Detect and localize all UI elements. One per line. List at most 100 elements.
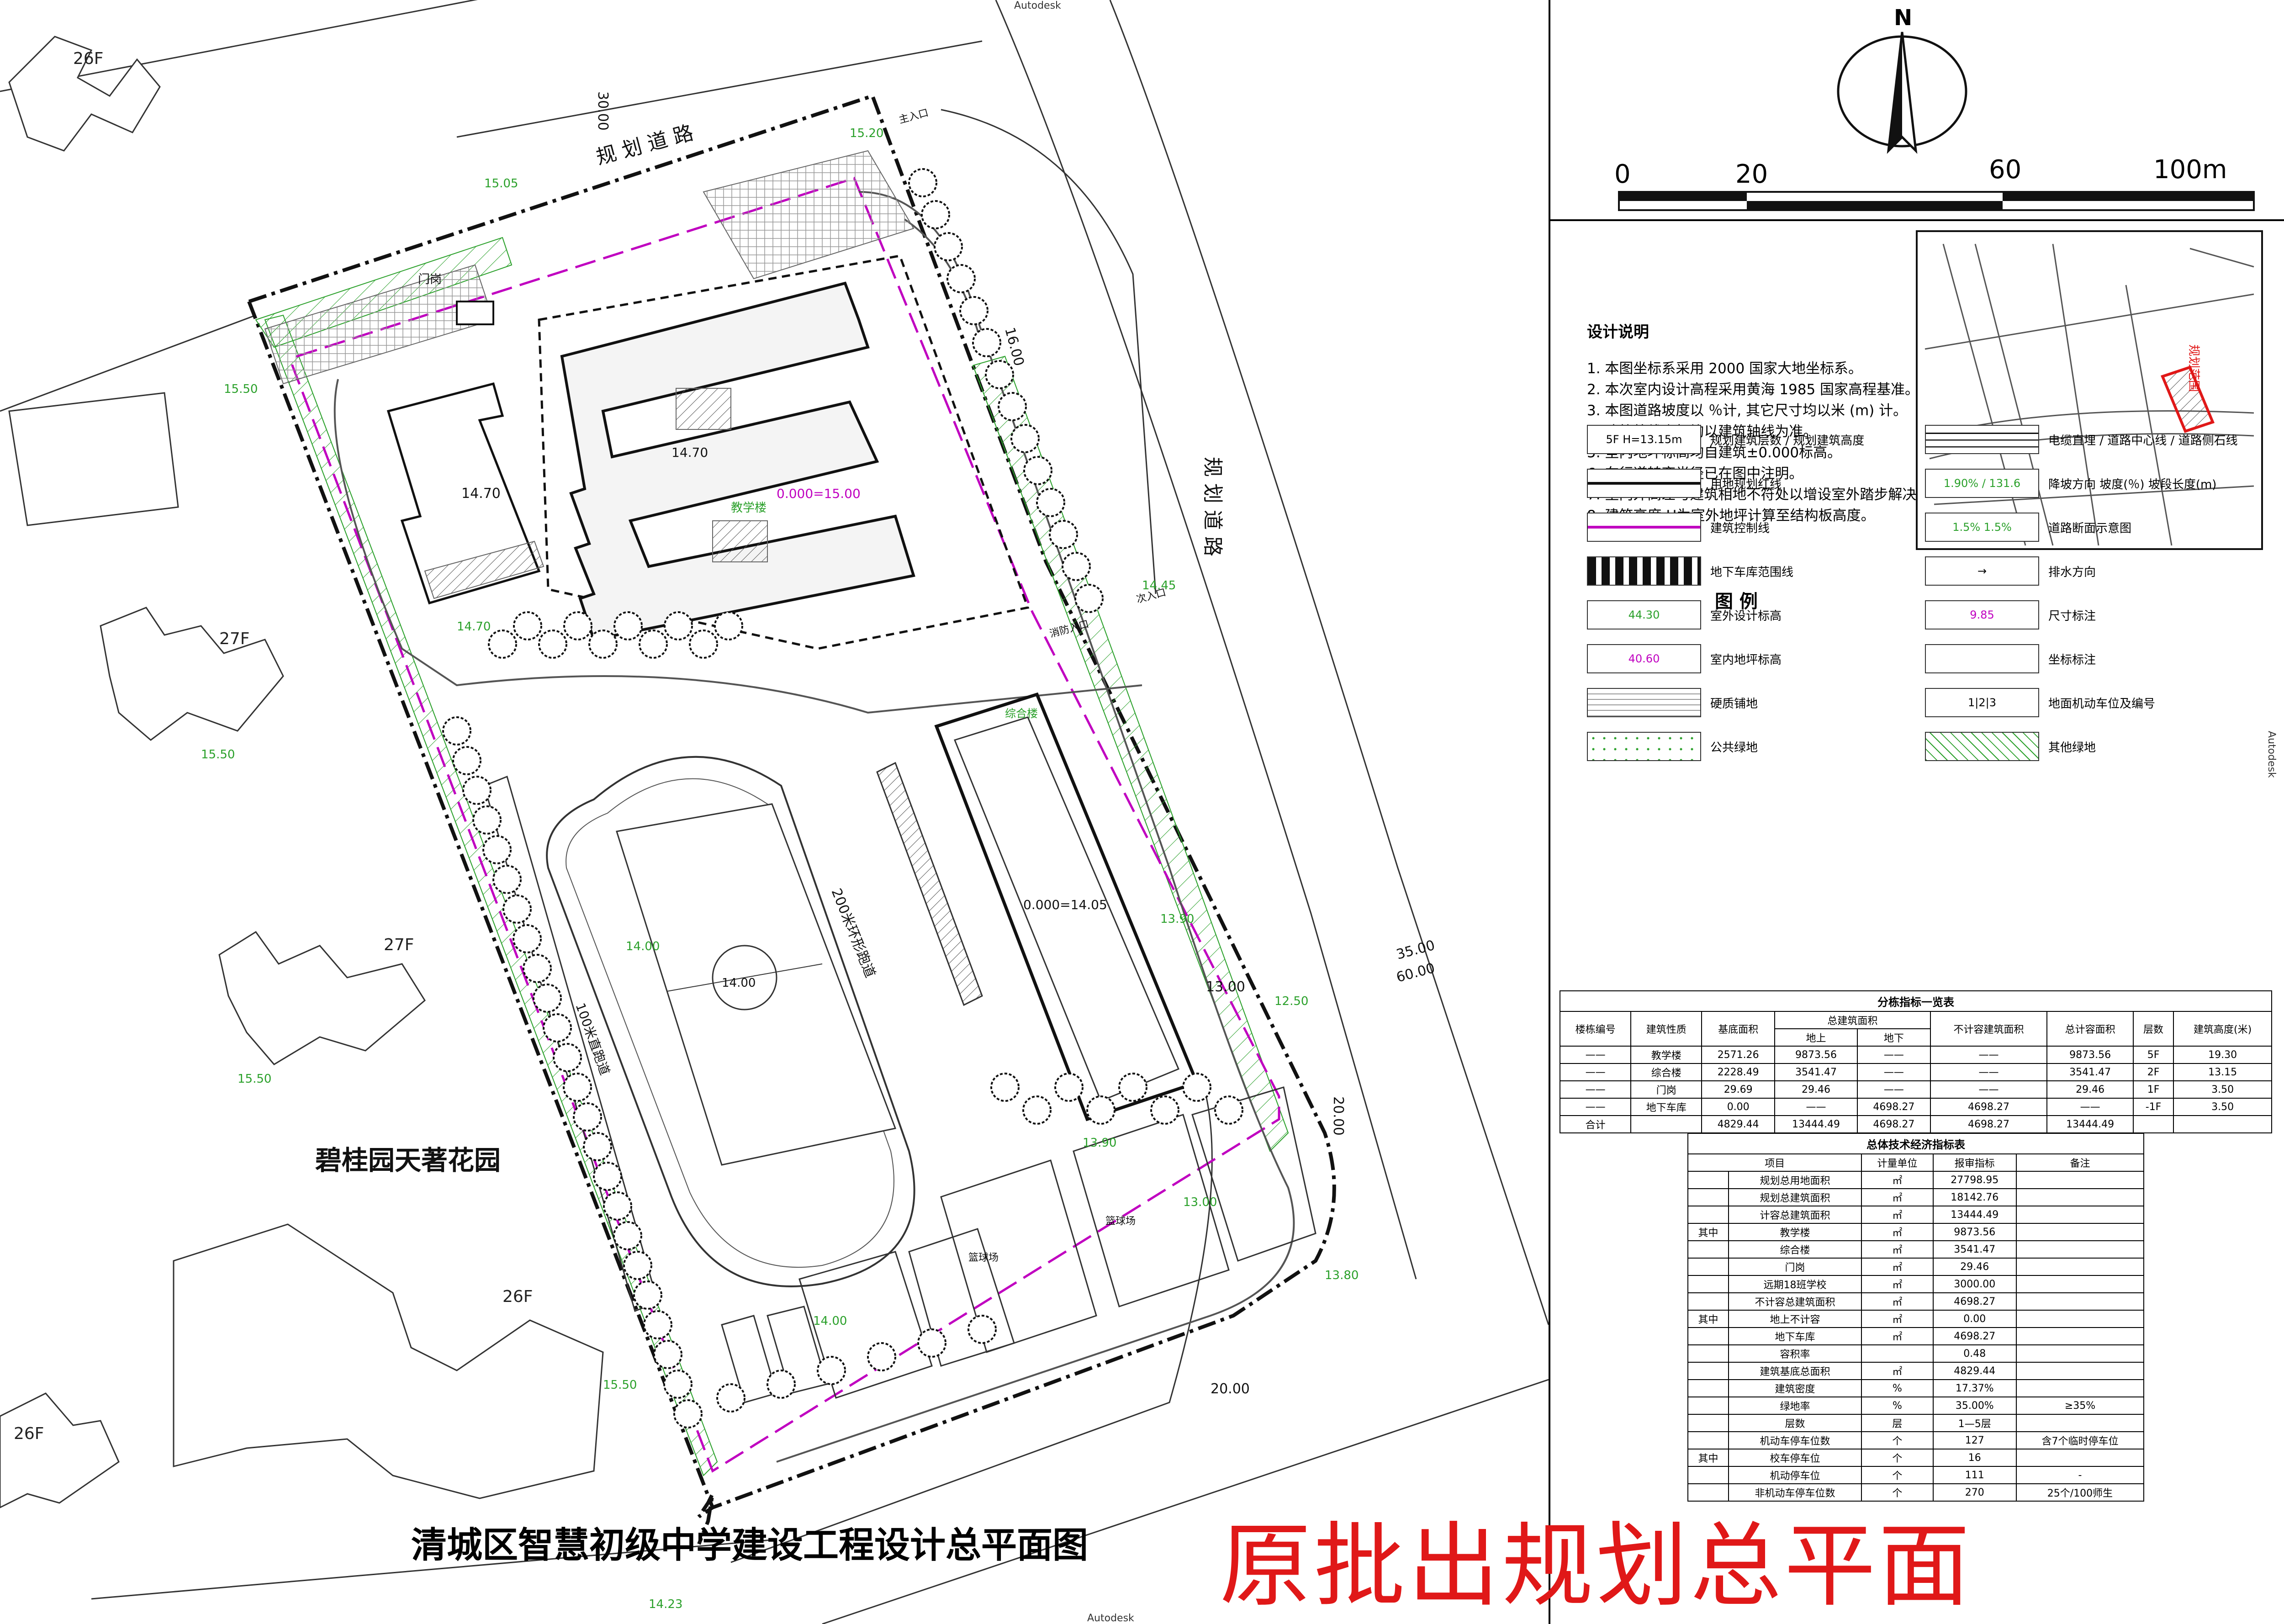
tree-symbol (513, 924, 542, 953)
tree-symbol (452, 746, 481, 775)
table-cell: 13444.49 (1932, 1206, 2017, 1224)
tree-symbol (817, 1356, 846, 1385)
table-cell: 校车停车位 (1728, 1449, 1862, 1467)
floor-label: 26F (14, 1424, 44, 1443)
table-cell: 29.46 (1774, 1080, 1858, 1099)
table-cell (1687, 1466, 1729, 1484)
table-cell: 19.30 (2173, 1046, 2272, 1064)
legend-label: 硬质铺地 (1710, 697, 1758, 711)
table-cell: 绿地率 (1728, 1397, 1862, 1415)
note-item: 1. 本图坐标系采用 2000 国家大地坐标系。 (1587, 360, 1863, 377)
tree-symbol (588, 629, 618, 659)
table-cell (1687, 1379, 1729, 1397)
tree-symbol (513, 611, 542, 640)
tree-symbol (1086, 1095, 1116, 1125)
elevation-label: 14.00 (813, 1314, 847, 1328)
table-cell (2015, 1327, 2145, 1345)
table-cell: 13.15 (2173, 1063, 2272, 1081)
table-cell: ㎡ (1861, 1310, 1934, 1328)
table-header: 基底面积 (1701, 1011, 1776, 1047)
entrance-plaza (703, 150, 915, 280)
tree-symbol (934, 232, 963, 261)
table-cell: —— (1559, 1080, 1632, 1099)
table-cell (1687, 1206, 1729, 1224)
tree-symbol (482, 835, 512, 864)
dimension-label: 35.00 (1395, 937, 1437, 963)
autodesk-watermark-bottom: Autodesk (1087, 1613, 1134, 1624)
table-cell (2015, 1171, 2145, 1189)
scale-label: 60 (1989, 155, 2021, 185)
floor-label: 27F (219, 629, 250, 648)
table-cell: ㎡ (1861, 1362, 1934, 1380)
tree-symbol (523, 954, 552, 983)
legend-label: 建筑控制线 (1710, 522, 1770, 535)
tree-symbol (538, 629, 567, 659)
table-cell: 层数 (1728, 1414, 1862, 1432)
tree-symbol (553, 1043, 582, 1072)
dimension-label: 60.00 (1395, 960, 1437, 986)
legend-symbol (1587, 732, 1701, 761)
table-header: 总计容面积 (2046, 1011, 2134, 1047)
table-row: 绿地率%35.00%≥35% (1687, 1397, 2145, 1415)
tree-symbol (488, 629, 517, 659)
elevation-label: 15.50 (603, 1378, 637, 1392)
gate-label: 门岗 (418, 273, 442, 286)
table-cell (1687, 1397, 1729, 1415)
legend-symbol-text: 1.5% 1.5% (1952, 521, 2012, 534)
table-cell: 地下车库 (1728, 1327, 1862, 1345)
table-cell: —— (1930, 1080, 2048, 1099)
north-scale-panel: N 0 20 60 100m (1550, 0, 2284, 221)
elevation-label: 14.23 (649, 1598, 682, 1611)
table-cell: 4698.27 (1932, 1327, 2017, 1345)
complex-label: 综合楼 (1005, 707, 1038, 720)
legend-symbol: 44.30 (1587, 600, 1701, 629)
legend-label: 室外设计标高 (1710, 609, 1782, 623)
table-header: 不计容建筑面积 (1930, 1011, 2048, 1047)
track-label: 200米环形跑道 (828, 886, 878, 980)
table-cell: 25个/100师生 (2015, 1483, 2145, 1502)
table-cell (1687, 1275, 1729, 1293)
table-cell (2015, 1188, 2145, 1206)
location-map-label: 规划范围 (2187, 344, 2200, 392)
table-cell: —— (1857, 1080, 1931, 1099)
tree-symbol (563, 1073, 592, 1102)
table-cell (1687, 1362, 1729, 1380)
underground-garage-line (538, 254, 1030, 650)
legend-label: 尺寸标注 (2048, 609, 2096, 623)
table-cell: 地下车库 (1630, 1098, 1702, 1116)
autodesk-watermark-right: Autodesk (2266, 731, 2277, 778)
scale-label: 20 (1735, 159, 1768, 189)
table-cell (1861, 1344, 1934, 1363)
table-cell: 合计 (1559, 1115, 1632, 1133)
floor-label: 26F (73, 49, 104, 68)
table-cell: 机动停车位 (1728, 1466, 1862, 1484)
table-row: 建筑密度%17.37% (1687, 1379, 2145, 1397)
table-cell: 3541.47 (2046, 1063, 2134, 1081)
legend-label: 道路断面示意图 (2048, 522, 2132, 535)
tree-symbol (639, 629, 668, 659)
entrance-label: 主入口 (898, 107, 930, 126)
table-cell: 个 (1861, 1466, 1934, 1484)
table-cell: 含7个临时停车位 (2015, 1431, 2145, 1449)
table-cell (2132, 1115, 2174, 1133)
tree-symbol (972, 328, 1001, 357)
table-cell: 规划总用地面积 (1728, 1171, 1862, 1189)
dimension-label: 30.00 (595, 91, 611, 131)
table-cell: 4698.27 (1857, 1098, 1931, 1116)
table-header: 建筑性质 (1630, 1011, 1702, 1047)
tree-symbol (985, 360, 1014, 389)
floor-label: 26F (502, 1287, 533, 1306)
table-cell: 5F (2132, 1046, 2174, 1064)
tree-symbol (492, 865, 522, 894)
